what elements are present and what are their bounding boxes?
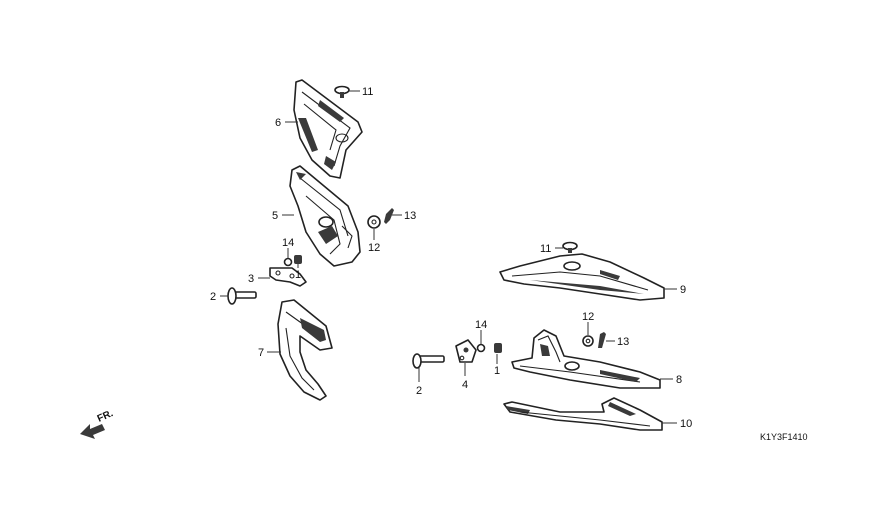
part-13-clip-right (598, 332, 606, 348)
part-12-washer-right (582, 335, 594, 347)
front-label: FR. (96, 408, 115, 425)
callout-13-right: 13 (617, 336, 629, 348)
callout-7: 7 (258, 347, 264, 359)
part-13-clip-left (384, 208, 394, 224)
callout-2-left: 2 (210, 291, 216, 303)
diagram-code: K1Y3F1410 (760, 432, 808, 442)
part-5-main-bracket (289, 165, 361, 267)
callout-14-left: 14 (282, 237, 294, 249)
part-6-upper-cover (293, 79, 363, 179)
part-9-upper-right-cover (499, 253, 665, 301)
callout-13-left: 13 (404, 210, 416, 222)
callout-5: 5 (272, 210, 278, 222)
callout-1-left: 1 (295, 269, 301, 281)
callout-8: 8 (676, 374, 682, 386)
leader-lines (220, 90, 677, 424)
front-direction-indicator: FR. (80, 408, 115, 439)
callout-9: 9 (680, 284, 686, 296)
callout-2-right: 2 (416, 385, 422, 397)
part-12-washer-left (367, 215, 381, 229)
part-11-screw-left (334, 85, 350, 98)
part-7-lower-arm (277, 299, 333, 401)
callout-6: 6 (275, 117, 281, 129)
part-10-lower-rail (503, 397, 663, 431)
callout-11-left: 11 (362, 86, 373, 98)
callout-11-right: 11 (540, 243, 551, 255)
part-3-plate (269, 267, 307, 287)
callout-10: 10 (680, 418, 692, 430)
callout-labels: 11 6 5 13 12 14 1 3 2 7 11 9 12 13 14 1 … (210, 86, 692, 430)
callout-14-right: 14 (475, 319, 487, 331)
part-14-ring-left (283, 257, 293, 267)
callout-3: 3 (248, 273, 254, 285)
part-14-ring-right (476, 343, 486, 353)
part-2-pin-left (227, 287, 257, 305)
callout-4: 4 (462, 379, 468, 391)
part-11-screw-right (562, 241, 578, 253)
callout-12-right: 12 (582, 311, 594, 323)
part-4-plate (455, 339, 477, 363)
part-1-spring-right (494, 343, 502, 353)
front-arrow-icon (80, 424, 105, 439)
part-2-pin-right (412, 353, 445, 369)
callout-1-right: 1 (494, 365, 500, 377)
part-1-spring-left (294, 255, 302, 264)
part-8-right-bracket (511, 329, 661, 389)
callout-12-left: 12 (368, 242, 380, 254)
